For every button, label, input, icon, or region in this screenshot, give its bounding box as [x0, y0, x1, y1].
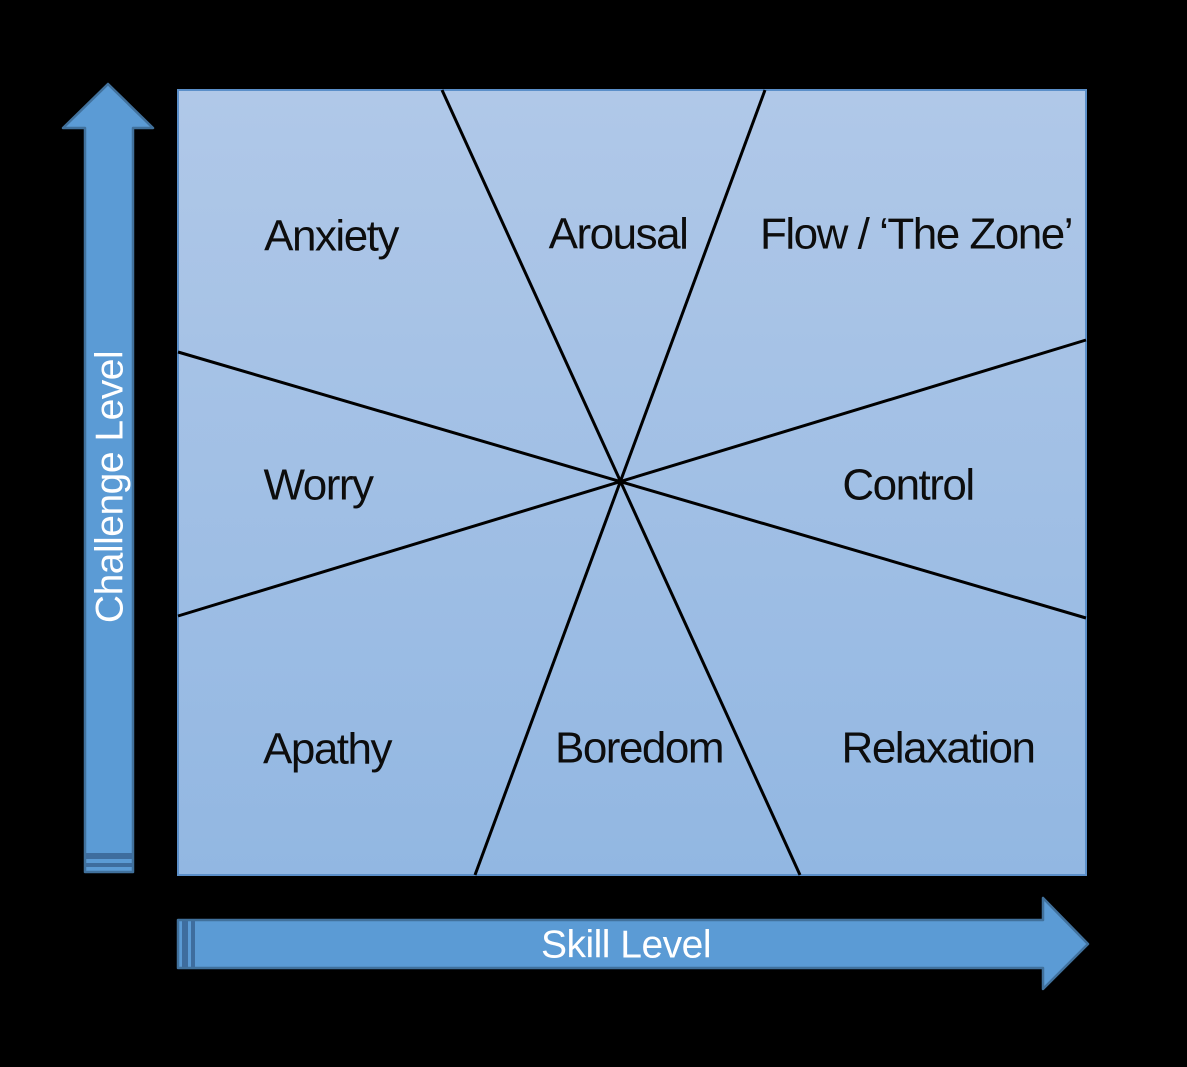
- y-axis-arrow-shape: [61, 82, 155, 874]
- x-axis-arrow-stripe: [191, 921, 195, 967]
- y-axis-label: Challenge Level: [89, 351, 132, 623]
- region-labels: Anxiety Arousal Flow / ‘The Zone’ Worry …: [263, 209, 1073, 773]
- y-axis-arrow-stripe: [86, 853, 132, 859]
- x-axis-arrow-shape: [176, 896, 1090, 991]
- x-axis-arrow-stripe: [182, 921, 188, 967]
- divider-line-3: [177, 350, 1087, 620]
- divider-lines: [177, 89, 1087, 876]
- chart-area: [177, 89, 1087, 876]
- region-label-flow: Flow / ‘The Zone’: [760, 209, 1072, 258]
- region-label-relaxation: Relaxation: [842, 723, 1035, 772]
- region-label-boredom: Boredom: [555, 723, 723, 772]
- y-axis-arrow: Challenge Level: [61, 82, 155, 874]
- region-label-anxiety: Anxiety: [264, 211, 399, 260]
- x-axis-arrow: Skill Level: [176, 896, 1090, 991]
- region-label-control: Control: [842, 460, 973, 509]
- region-label-arousal: Arousal: [549, 209, 688, 258]
- x-axis-label: Skill Level: [541, 924, 711, 967]
- y-axis-arrow-stripe: [86, 863, 132, 867]
- divider-line-4: [177, 338, 1087, 618]
- region-label-apathy: Apathy: [263, 724, 392, 773]
- region-label-worry: Worry: [263, 460, 374, 509]
